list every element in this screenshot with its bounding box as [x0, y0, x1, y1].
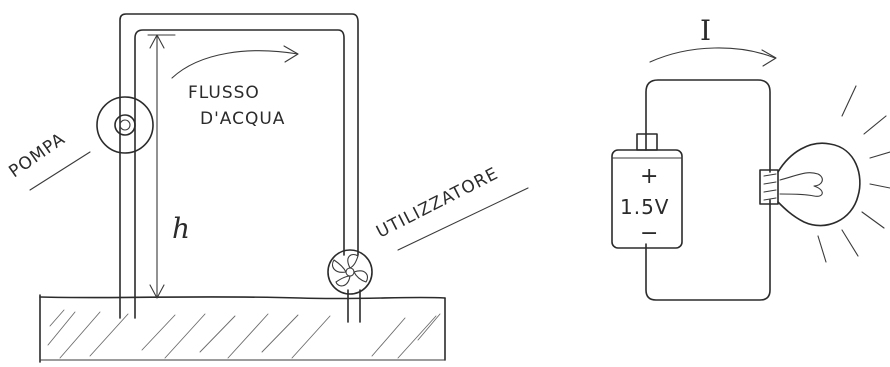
light-bulb: [759, 142, 861, 227]
electric-circuit: I + 1.5V −: [611, 14, 890, 301]
battery: [611, 133, 683, 249]
flow-arrow: [171, 45, 299, 79]
pump-label: POMPA: [5, 129, 69, 182]
pipe-loop: [119, 13, 361, 323]
current-arrow: [649, 47, 777, 67]
turbine-user-device: [327, 249, 373, 295]
battery-voltage: 1.5V: [620, 195, 670, 219]
flow-label-line-2: D'ACQUA: [200, 109, 285, 129]
flow-label-line-1: FLUSSO: [188, 83, 260, 103]
water-hatching: [47, 309, 441, 359]
light-rays: [817, 85, 890, 263]
height-arrow: [147, 34, 176, 299]
current-label: I: [700, 14, 711, 47]
wire-loop: [645, 79, 771, 301]
battery-plus: +: [640, 164, 659, 189]
water-basin: [39, 294, 446, 363]
battery-minus: −: [640, 221, 659, 246]
user-leader-line: [397, 187, 529, 251]
pump-leader-line: [29, 151, 91, 191]
height-label: h: [172, 212, 190, 245]
hydraulic-circuit: POMPA FLUSSO D'ACQUA UTILIZZATORE h: [5, 13, 529, 363]
pump: [96, 96, 154, 154]
